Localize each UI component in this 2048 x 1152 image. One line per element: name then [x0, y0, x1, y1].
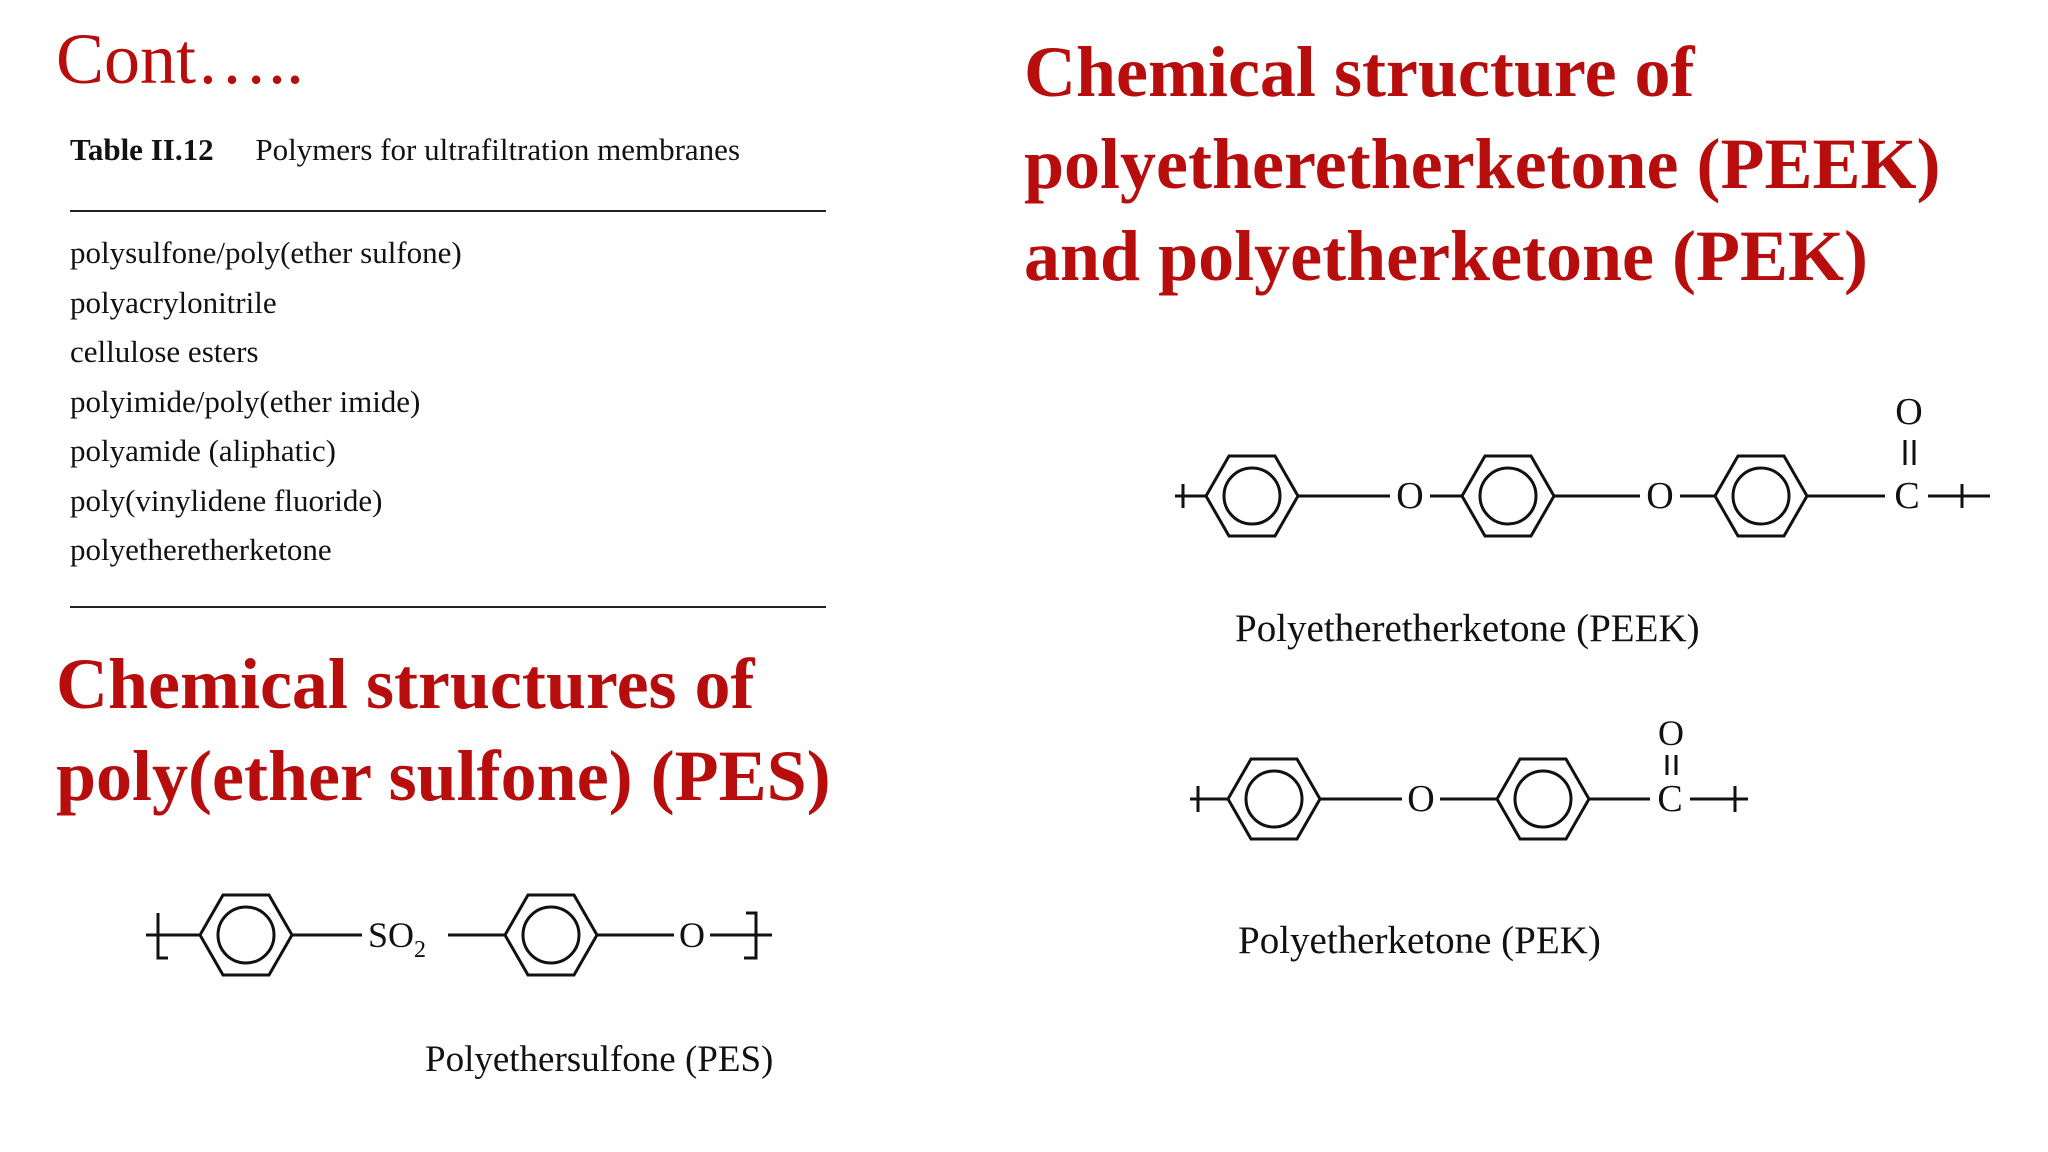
table-row: poly(vinylidene fluoride) [70, 482, 383, 518]
pek-oxygen: O [1407, 778, 1434, 820]
peek-oxygen-2: O [1646, 475, 1673, 517]
pek-carbon: C [1657, 778, 1682, 820]
pek-bracket-right [1733, 786, 1740, 812]
pek-ring-1-inner [1244, 769, 1304, 829]
peek-bracket-right [1960, 484, 1968, 508]
title-pes: Chemical structures of poly(ether sulfon… [56, 644, 831, 816]
pes-ring-2-inner [521, 905, 581, 965]
table-row: polyamide (aliphatic) [70, 433, 336, 468]
table-number: Table II.12 [70, 132, 214, 167]
table-caption-text: Polymers for ultrafiltration membranes [255, 132, 741, 167]
polymer-table: polysulfone/poly(ether sulfone) polyacry… [70, 228, 462, 575]
pes-sulfonyl-subscript: 2 [414, 937, 426, 963]
peek-oxygen-1: O [1396, 475, 1423, 517]
peek-carbonyl-oxygen: O [1895, 391, 1922, 433]
title-peek-pek: Chemical structure of polyetheretherketo… [1024, 32, 1941, 296]
pes-bracket-right [744, 911, 758, 960]
slide-heading-cont: Cont….. [56, 19, 305, 99]
peek-structure: O O C O [1175, 391, 1990, 538]
table-row: polyacrylonitrile [70, 284, 277, 320]
peek-carbon: C [1894, 475, 1919, 517]
table-row: polysulfone/poly(ether sulfone) [70, 235, 462, 270]
table-row: polyetheretherketone [70, 532, 332, 567]
pes-bracket-left [146, 913, 170, 960]
peek-ring-2-inner [1478, 466, 1538, 526]
peek-ring-3-inner [1731, 466, 1791, 526]
pes-structure: SO2 O [146, 893, 772, 977]
pek-caption: Polyetherketone (PEK) [1238, 919, 1601, 962]
pek-bracket-left [1190, 786, 1208, 812]
pek-ring-2-inner [1513, 769, 1573, 829]
pek-structure: O C O [1190, 713, 1748, 841]
pes-oxygen: O [679, 915, 705, 955]
peek-caption: Polyetheretherketone (PEEK) [1235, 607, 1700, 650]
pek-carbonyl-oxygen: O [1658, 713, 1684, 753]
peek-ring-1-inner [1222, 466, 1282, 526]
table-caption: Table II.12 Polymers for ultrafiltration… [70, 132, 740, 168]
table-row: cellulose esters [70, 334, 259, 369]
table-rule-bottom [70, 606, 826, 608]
table-rule-top [70, 210, 826, 212]
pes-sulfonyl-group: SO2 [368, 915, 426, 963]
table-row: polyimide/poly(ether imide) [70, 383, 421, 419]
pes-sulfonyl-text: SO [368, 915, 414, 955]
pes-caption: Polyethersulfone (PES) [425, 1039, 774, 1080]
pes-ring-1-inner [216, 905, 276, 965]
peek-bracket-left [1175, 484, 1191, 508]
